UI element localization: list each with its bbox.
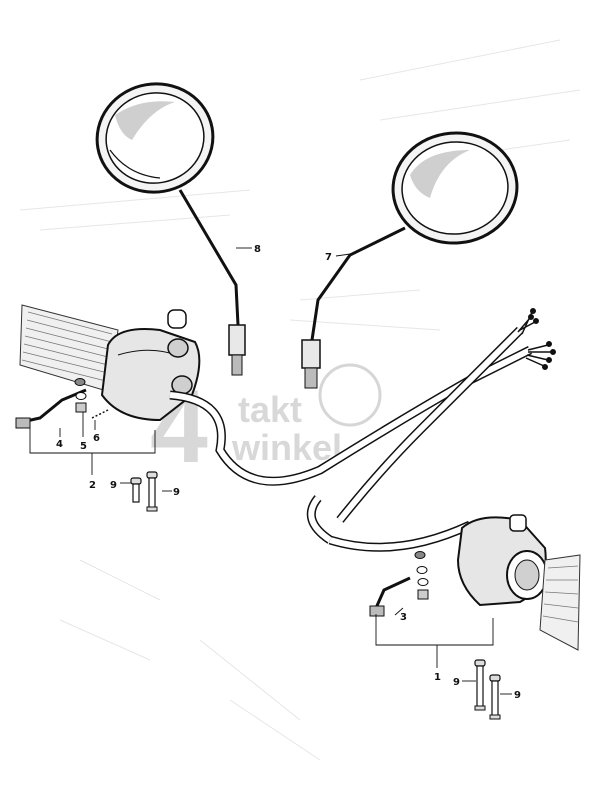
callout-labels: 1 2 3 4 5 6 7 8 9 9 9 9	[56, 244, 521, 701]
screw-set-right	[474, 659, 501, 720]
watermark-line-1: takt	[238, 389, 302, 430]
left-mirror	[95, 82, 246, 376]
screw-set-left	[130, 471, 158, 512]
callout-6: 6	[93, 433, 100, 444]
callout-8: 8	[254, 244, 261, 255]
right-switch-housing	[456, 514, 548, 607]
callout-3: 3	[400, 612, 407, 623]
watermark-ring	[318, 363, 382, 427]
callout-9-right-b: 9	[514, 690, 521, 701]
callout-9-right-a: 9	[453, 677, 460, 688]
callout-2: 2	[89, 480, 96, 491]
callout-7: 7	[325, 252, 332, 263]
watermark-logo: 4 takt winkel	[150, 363, 382, 485]
right-handlebar-grip	[539, 554, 581, 651]
watermark-line-2: winkel	[231, 427, 342, 468]
callout-9-left-b: 9	[173, 487, 180, 498]
leader-lines	[29, 247, 512, 695]
callout-5: 5	[80, 441, 87, 452]
callout-4: 4	[56, 439, 63, 450]
right-mirror	[301, 131, 519, 389]
left-lever-and-washers	[15, 378, 109, 429]
callout-9-left-a: 9	[110, 480, 117, 491]
cable-runs	[169, 308, 556, 552]
right-lever-and-washers	[369, 551, 429, 617]
callout-1: 1	[434, 672, 441, 683]
